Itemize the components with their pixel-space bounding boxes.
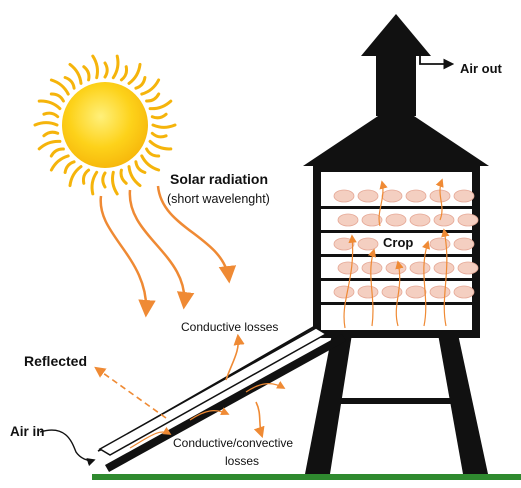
- solar-radiation-arrows: [99, 185, 237, 318]
- shelf: [321, 230, 472, 233]
- sun-ray: [150, 131, 168, 139]
- ground: [92, 474, 521, 480]
- crop-item: [333, 285, 355, 299]
- sun-ray: [148, 99, 173, 111]
- crop-item: [381, 189, 403, 203]
- sun-ray: [42, 111, 60, 119]
- sun-ray: [49, 78, 70, 96]
- air-out-label: Air out: [460, 61, 503, 76]
- sun-ray: [90, 170, 99, 196]
- crop-item: [453, 189, 475, 203]
- shelf: [321, 278, 472, 281]
- crop-item: [429, 285, 451, 299]
- sun-ray: [119, 65, 129, 82]
- sun-ray: [111, 54, 120, 80]
- sun-ray: [134, 76, 147, 90]
- sun-ray: [63, 160, 76, 174]
- sun-ray: [63, 76, 76, 90]
- dryer-legs: [305, 334, 488, 474]
- crop-item: [357, 285, 379, 299]
- crop-item: [337, 261, 359, 275]
- sun-ray: [134, 160, 147, 174]
- crop-label: Crop: [383, 235, 413, 250]
- sun-ray: [82, 65, 91, 82]
- sun-ray: [145, 147, 161, 158]
- crop-item: [333, 189, 355, 203]
- crop-item: [453, 285, 475, 299]
- solar-radiation-label: Solar radiation: [170, 171, 268, 187]
- sun-ray: [49, 147, 65, 158]
- shelf: [321, 206, 472, 209]
- crop-item: [357, 189, 379, 203]
- crop-item: [357, 237, 379, 251]
- short-wavelength-label: (short wavelenght): [167, 192, 270, 206]
- crop-item: [385, 213, 407, 227]
- sun-ray: [42, 130, 60, 138]
- sun-ray: [119, 168, 128, 185]
- sun-ray: [151, 123, 177, 129]
- air-out-arrow: [419, 52, 455, 70]
- crop-item: [385, 261, 407, 275]
- sun-ray: [103, 61, 109, 79]
- crop-item: [337, 213, 359, 227]
- sun-ray: [127, 62, 142, 85]
- sun-ray: [81, 168, 91, 185]
- conductive-losses-label: Conductive losses: [181, 320, 278, 334]
- loss-arrows: [225, 333, 265, 439]
- crop-item: [333, 237, 355, 251]
- conductive-convective-label: Conductive/convective: [173, 436, 293, 450]
- sun-ray: [145, 92, 161, 103]
- sun-ray: [91, 54, 99, 80]
- sun-icon: [33, 54, 177, 196]
- sun-ray: [101, 171, 107, 189]
- crop-item: [453, 237, 475, 251]
- sun-ray: [49, 92, 65, 103]
- crop-item: [405, 285, 427, 299]
- sun-ray: [37, 99, 62, 111]
- sun-ray: [140, 78, 161, 96]
- crop-item: [433, 213, 455, 227]
- airflow-arrows: [129, 178, 450, 449]
- crop-item: [409, 213, 431, 227]
- solar-collector: [97, 323, 346, 472]
- reflected-label: Reflected: [24, 353, 87, 369]
- sun-ray: [111, 170, 119, 196]
- sun-ray: [127, 165, 142, 188]
- sun-ray: [68, 165, 83, 188]
- crop-item: [405, 189, 427, 203]
- sun-ray: [148, 139, 173, 151]
- reflected-arrow: [94, 366, 167, 419]
- crop-item: [409, 261, 431, 275]
- crop-item: [457, 213, 479, 227]
- crop-item: [361, 213, 383, 227]
- air-in-arrow: [39, 429, 96, 467]
- sun-ray: [37, 139, 62, 151]
- sun-ray: [68, 62, 83, 85]
- sun-ray: [140, 154, 161, 172]
- drying-cabinet: [313, 164, 480, 338]
- air-in-label: Air in: [10, 424, 45, 439]
- conductive-convective-label-line2: losses: [225, 454, 259, 468]
- crop-item: [457, 261, 479, 275]
- crop-item: [433, 261, 455, 275]
- dryer-roof: [303, 14, 489, 166]
- shelf: [321, 254, 472, 257]
- sun-ray: [150, 112, 168, 120]
- crop-item: [381, 285, 403, 299]
- sun-ray: [33, 121, 59, 127]
- crop-item: [361, 261, 383, 275]
- sun-ray: [49, 154, 70, 172]
